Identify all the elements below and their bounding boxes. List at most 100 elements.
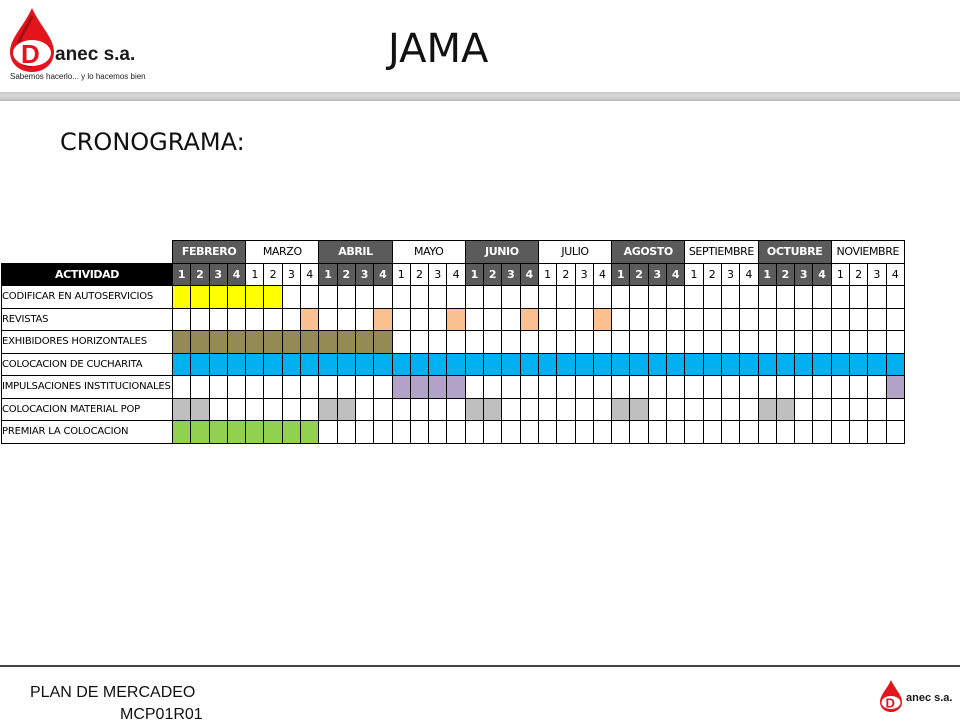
activity-column-header: ACTIVIDAD (1, 262, 173, 286)
scheduled-week-cell (775, 397, 796, 421)
week-cell (867, 285, 887, 309)
week-cell (190, 375, 210, 399)
scheduled-week-cell (483, 397, 503, 421)
scheduled-week-cell (336, 352, 356, 376)
week-cell (592, 285, 613, 309)
week-cell (464, 420, 485, 444)
scheduled-week-cell (483, 352, 503, 376)
week-cell (629, 307, 649, 331)
week-number: 2 (848, 262, 869, 286)
scheduled-week-cell (336, 397, 356, 421)
svg-text:D: D (21, 39, 40, 69)
week-cell (592, 420, 613, 444)
week-cell (300, 375, 320, 399)
scheduled-week-cell (428, 352, 448, 376)
week-cell (446, 420, 466, 444)
week-cell (757, 330, 777, 354)
week-cell (171, 307, 192, 331)
week-cell (446, 330, 466, 354)
scheduled-week-cell (446, 375, 466, 399)
week-cell (702, 397, 722, 421)
week-cell (391, 307, 411, 331)
company-slogan: Sabemos hacerlo... y lo hacemos bien (10, 72, 146, 81)
activity-name: PREMIAR LA COLOCACION (1, 420, 173, 444)
scheduled-week-cell (354, 352, 375, 376)
week-cell (537, 420, 558, 444)
week-cell (592, 375, 613, 399)
week-cell (281, 307, 302, 331)
week-cell (720, 375, 741, 399)
week-cell (830, 307, 850, 331)
scheduled-week-cell (190, 285, 210, 309)
week-cell (446, 397, 466, 421)
week-number: 4 (666, 262, 686, 286)
week-cell (775, 420, 796, 444)
week-cell (885, 420, 905, 444)
scheduled-week-cell (848, 352, 869, 376)
week-number: 3 (794, 262, 814, 286)
week-cell (519, 375, 539, 399)
week-cell (574, 397, 594, 421)
week-number: 1 (318, 262, 338, 286)
week-cell (391, 330, 411, 354)
week-cell (226, 307, 247, 331)
document-code: MCP01R01 (120, 706, 203, 723)
activity-name: COLOCACION DE CUCHARITA (1, 352, 173, 376)
week-cell (611, 285, 631, 309)
week-number: 2 (629, 262, 649, 286)
scheduled-week-cell (263, 330, 283, 354)
month-header: OCTUBRE (757, 240, 832, 264)
empty-corner (2, 241, 173, 264)
month-header: JULIO (537, 240, 613, 264)
week-cell (647, 285, 668, 309)
activity-name: REVISTAS (1, 307, 173, 331)
week-number: 1 (830, 262, 850, 286)
week-cell (281, 375, 302, 399)
scheduled-week-cell (208, 285, 228, 309)
week-cell (867, 307, 887, 331)
activity-row: COLOCACION DE CUCHARITA (1, 352, 905, 376)
week-cell (848, 420, 869, 444)
week-cell (190, 307, 210, 331)
week-cell (208, 397, 228, 421)
week-cell (208, 307, 228, 331)
week-cell (867, 375, 887, 399)
scheduled-week-cell (263, 420, 283, 444)
week-cell (830, 420, 850, 444)
page-title: JAMA (388, 26, 489, 72)
week-cell (226, 375, 247, 399)
week-cell (245, 375, 265, 399)
week-cell (501, 420, 521, 444)
week-cell (281, 285, 302, 309)
week-cell (483, 330, 503, 354)
week-number: 1 (537, 262, 558, 286)
week-cell (867, 397, 887, 421)
week-cell (354, 420, 375, 444)
week-cell (775, 375, 796, 399)
week-cell (373, 375, 393, 399)
week-number: 3 (281, 262, 302, 286)
week-number: 2 (409, 262, 430, 286)
week-cell (318, 285, 338, 309)
week-cell (556, 375, 576, 399)
week-number: 1 (684, 262, 704, 286)
scheduled-week-cell (208, 420, 228, 444)
week-number: 2 (336, 262, 356, 286)
scheduled-week-cell (391, 375, 411, 399)
scheduled-week-cell (373, 352, 393, 376)
week-cell (757, 420, 777, 444)
week-cell (812, 420, 832, 444)
week-cell (775, 330, 796, 354)
month-header: AGOSTO (611, 240, 686, 264)
activity-name: COLOCACION MATERIAL POP (1, 397, 173, 421)
week-number: 1 (611, 262, 631, 286)
week-cell (885, 307, 905, 331)
week-cell (537, 285, 558, 309)
week-cell (775, 285, 796, 309)
scheduled-week-cell (171, 330, 192, 354)
week-cell (720, 420, 741, 444)
scheduled-week-cell (464, 397, 485, 421)
scheduled-week-cell (629, 352, 649, 376)
scheduled-week-cell (226, 285, 247, 309)
week-cell (574, 330, 594, 354)
